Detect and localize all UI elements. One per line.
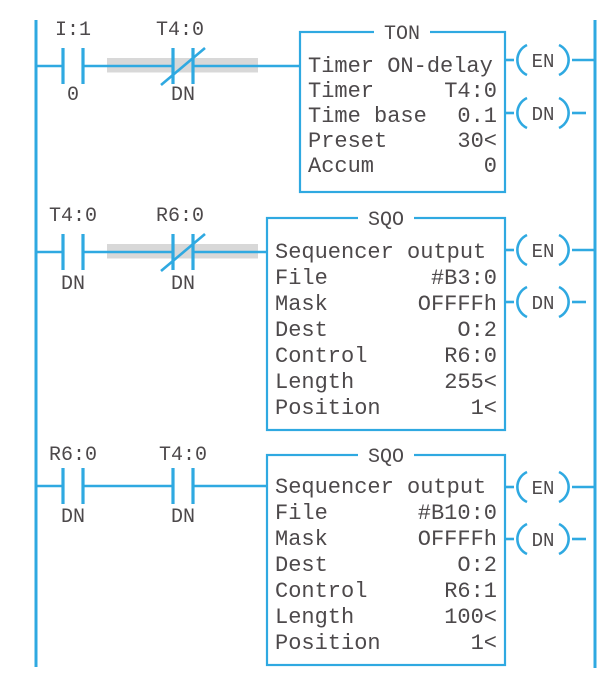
param-value: #B10:0 <box>418 501 497 526</box>
param-name: Mask <box>275 527 328 552</box>
param-name: Preset <box>308 129 387 154</box>
block-title: TON <box>384 23 420 46</box>
param-value: O:2 <box>457 553 497 578</box>
contact-normally-closed: T4:0 DN <box>156 19 206 107</box>
param-value: 30< <box>457 129 497 154</box>
coil-label: EN <box>532 51 555 73</box>
rung-2: T4:0 DN R6:0 DN SQO Sequencer output Fil… <box>36 205 595 432</box>
contact-bit: DN <box>61 506 85 529</box>
coil-en: EN <box>505 470 595 504</box>
param-name: Dest <box>275 318 328 343</box>
param-value: 255< <box>444 370 497 395</box>
param-name: Timer <box>308 79 374 104</box>
contact-normally-closed: R6:0 DN <box>156 205 206 296</box>
block-title-background <box>374 23 430 40</box>
coil-arc-left <box>516 470 528 504</box>
contact-address: R6:0 <box>49 444 97 467</box>
param-name: Position <box>275 631 381 656</box>
coil-arc-left <box>516 285 528 319</box>
param-value: 0 <box>484 154 497 179</box>
coil-label: EN <box>532 478 555 500</box>
param-name: Control <box>275 344 367 369</box>
param-name: File <box>275 266 328 291</box>
instruction-block-sqo: SQO Sequencer output File #B3:0 Mask OFF… <box>265 209 507 432</box>
block-title-background <box>358 209 414 226</box>
contact-normally-open: I:1 0 <box>55 19 91 107</box>
block-description: Timer ON-delay <box>308 54 493 79</box>
coil-arc-right <box>558 233 570 267</box>
contact-normally-open: R6:0 DN <box>49 444 97 529</box>
contact-bit: DN <box>171 273 195 296</box>
coil-arc-left <box>516 233 528 267</box>
param-value: 0.1 <box>457 104 497 129</box>
coil-arc-left <box>516 96 528 130</box>
contact-address: R6:0 <box>156 205 204 228</box>
coil-dn: DN <box>505 522 586 556</box>
coil-arc-right <box>558 522 570 556</box>
param-value: #B3:0 <box>431 266 497 291</box>
coil-en: EN <box>505 43 595 77</box>
contact-address: T4:0 <box>159 444 207 467</box>
param-name: Accum <box>308 154 374 179</box>
nc-slash <box>160 47 206 86</box>
coil-label: DN <box>532 104 555 126</box>
coil-en: EN <box>505 233 595 267</box>
param-name: Position <box>275 396 381 421</box>
coil-dn: DN <box>505 96 586 130</box>
block-description: Sequencer output <box>275 475 486 500</box>
param-name: Length <box>275 605 354 630</box>
contact-bit: DN <box>61 273 85 296</box>
param-value: T4:0 <box>444 79 497 104</box>
block-outline <box>265 453 507 667</box>
param-value: 1< <box>471 396 497 421</box>
param-name: Length <box>275 370 354 395</box>
coil-label: EN <box>532 241 555 263</box>
contact-bit: 0 <box>67 84 79 107</box>
coil-arc-right <box>558 43 570 77</box>
nc-slash <box>160 233 206 272</box>
param-name: Control <box>275 579 367 604</box>
param-value: 100< <box>444 605 497 630</box>
param-value: OFFFFh <box>418 292 497 317</box>
contact-normally-open: T4:0 DN <box>159 444 207 529</box>
block-title: SQO <box>368 209 404 232</box>
param-value: 1< <box>471 631 497 656</box>
coil-arc-right <box>558 470 570 504</box>
rung-1: I:1 0 T4:0 DN TON Timer ON-delay Timer T… <box>36 19 595 194</box>
contact-bit: DN <box>171 506 195 529</box>
block-description: Sequencer output <box>275 240 486 265</box>
param-name: File <box>275 501 328 526</box>
block-outline <box>298 30 507 194</box>
contact-address: T4:0 <box>49 205 97 228</box>
coil-dn: DN <box>505 285 586 319</box>
instruction-block-ton: TON Timer ON-delay Timer T4:0 Time base … <box>298 23 507 194</box>
param-name: Mask <box>275 292 328 317</box>
contact-address: T4:0 <box>156 19 204 42</box>
coil-arc-right <box>558 285 570 319</box>
param-name: Dest <box>275 553 328 578</box>
param-value: O:2 <box>457 318 497 343</box>
block-outline <box>265 216 507 432</box>
coil-arc-right <box>558 96 570 130</box>
param-name: Time base <box>308 104 427 129</box>
param-value: R6:0 <box>444 344 497 369</box>
coil-arc-left <box>516 522 528 556</box>
block-title: SQO <box>368 446 404 469</box>
contact-address: I:1 <box>55 19 91 42</box>
param-value: OFFFFh <box>418 527 497 552</box>
param-value: R6:1 <box>444 579 497 604</box>
contact-bit: DN <box>171 84 195 107</box>
rung-3: R6:0 DN T4:0 DN SQO Sequencer output Fil… <box>36 444 595 667</box>
contact-normally-open: T4:0 DN <box>49 205 97 296</box>
coil-label: DN <box>532 293 555 315</box>
coil-label: DN <box>532 530 555 552</box>
instruction-block-sqo: SQO Sequencer output File #B10:0 Mask OF… <box>265 446 507 667</box>
block-title-background <box>358 446 414 463</box>
coil-arc-left <box>516 43 528 77</box>
